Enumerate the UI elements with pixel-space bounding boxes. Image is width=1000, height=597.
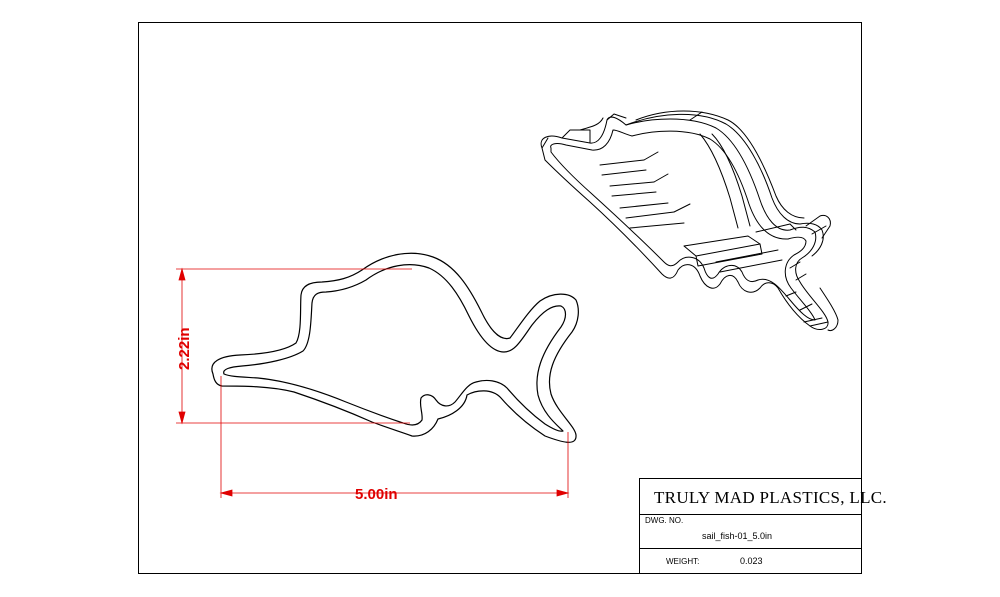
weight-label: WEIGHT: — [666, 557, 699, 566]
company-name: TRULY MAD PLASTICS, LLC. — [654, 488, 887, 507]
weight-value: 0.023 — [740, 556, 763, 566]
dimension-lines — [176, 267, 570, 498]
width-dimension-label: 5.00in — [355, 486, 398, 503]
top-view-outline — [211, 252, 579, 443]
dwg-no-value: sail_fish-01_5.0in — [702, 531, 772, 541]
title-block — [639, 478, 862, 574]
height-dimension-label: 2.22in — [176, 327, 193, 370]
sheet-border — [138, 22, 862, 574]
dwg-no-label: DWG. NO. — [645, 516, 683, 525]
isometric-view — [540, 110, 839, 331]
